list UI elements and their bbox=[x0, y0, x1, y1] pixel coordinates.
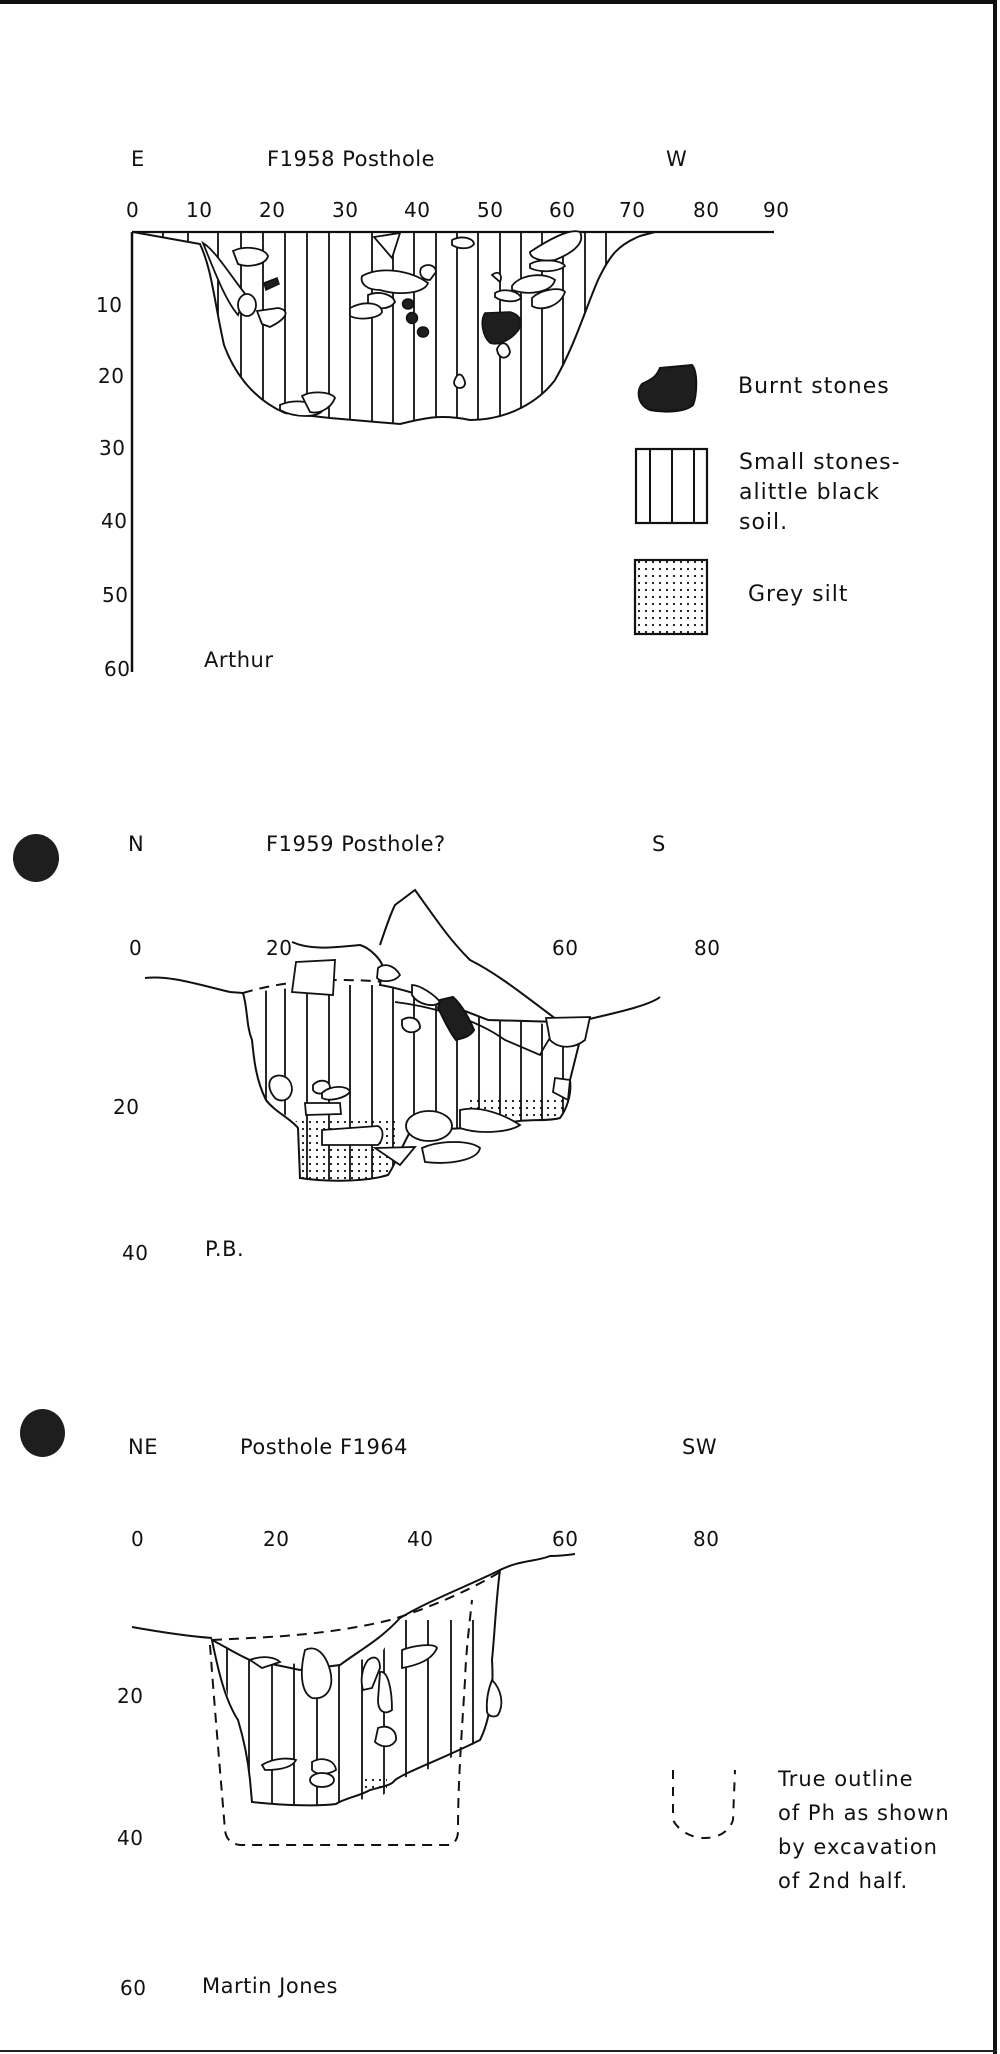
legend-true-outline-symbol bbox=[672, 1769, 736, 1840]
f1958-x-tick: 90 bbox=[763, 198, 790, 222]
f1959-title: F1959 Posthole? bbox=[266, 832, 446, 856]
f1964-pit-profile bbox=[131, 1553, 576, 1846]
f1958-x-tick: 30 bbox=[332, 198, 359, 222]
f1959-pit-profile bbox=[144, 888, 661, 1182]
f1958-y-tick: 20 bbox=[98, 364, 125, 388]
f1964-orientation-right: SW bbox=[682, 1435, 718, 1459]
f1958-y-tick: 10 bbox=[96, 293, 123, 317]
legend-grey-silt-symbol bbox=[633, 558, 709, 636]
legend-burnt-stones-label: Burnt stones bbox=[738, 374, 890, 399]
f1958-x-tick: 80 bbox=[693, 198, 720, 222]
f1964-y-tick: 20 bbox=[117, 1684, 144, 1708]
f1958-x-tick: 40 bbox=[404, 198, 431, 222]
f1959-x-tick: 80 bbox=[694, 936, 721, 960]
f1959-y-tick: 20 bbox=[113, 1095, 140, 1119]
f1959-x-tick: 0 bbox=[129, 936, 143, 960]
f1958-orientation-right: W bbox=[666, 147, 688, 171]
f1964-orientation-left: NE bbox=[128, 1435, 158, 1459]
f1959-x-tick: 60 bbox=[552, 936, 579, 960]
f1958-x-tick: 70 bbox=[619, 198, 646, 222]
page-border-top bbox=[0, 0, 995, 4]
legend-small-stones-label: Small stones- alittle black soil. bbox=[739, 450, 901, 535]
legend-small-stones-symbol bbox=[634, 447, 709, 525]
page-border-right bbox=[993, 0, 997, 2054]
f1959-y-tick: 40 bbox=[122, 1241, 149, 1265]
f1958-title: F1958 Posthole bbox=[267, 147, 436, 171]
f1964-x-tick: 20 bbox=[263, 1527, 290, 1551]
f1964-author: Martin Jones bbox=[202, 1974, 338, 1998]
f1964-x-tick: 0 bbox=[131, 1527, 145, 1551]
page-border-bottom bbox=[0, 2050, 997, 2052]
bullet-marker-icon bbox=[13, 834, 59, 882]
f1958-axes bbox=[130, 230, 774, 672]
f1959-author: P.B. bbox=[205, 1237, 245, 1261]
f1958-y-tick: 60 bbox=[104, 657, 131, 681]
f1958-author: Arthur bbox=[204, 648, 274, 672]
legend-burnt-stones-symbol bbox=[637, 363, 698, 413]
f1958-x-tick: 10 bbox=[186, 198, 213, 222]
f1958-x-tick: 0 bbox=[126, 198, 140, 222]
f1964-title: Posthole F1964 bbox=[240, 1435, 409, 1459]
f1964-y-tick: 40 bbox=[117, 1826, 144, 1850]
f1964-y-tick: 60 bbox=[120, 1976, 147, 2000]
legend-grey-silt-label: Grey silt bbox=[748, 582, 849, 607]
f1958-orientation-left: E bbox=[131, 147, 145, 171]
f1958-y-tick: 40 bbox=[101, 509, 128, 533]
legend-true-outline-label: True outline of Ph as shown by excavatio… bbox=[778, 1767, 950, 1893]
f1959-x-tick: 20 bbox=[266, 936, 293, 960]
f1958-pit-profile bbox=[132, 230, 656, 426]
bullet-marker-icon bbox=[20, 1409, 65, 1457]
f1964-x-tick: 40 bbox=[407, 1527, 434, 1551]
f1959-orientation-right: S bbox=[652, 832, 666, 856]
f1964-x-tick: 60 bbox=[552, 1527, 579, 1551]
f1964-x-tick: 80 bbox=[693, 1527, 720, 1551]
f1958-x-tick: 20 bbox=[259, 198, 286, 222]
f1959-orientation-left: N bbox=[128, 832, 145, 856]
f1958-x-tick: 60 bbox=[549, 198, 576, 222]
f1958-y-tick: 50 bbox=[102, 583, 129, 607]
f1958-x-tick: 50 bbox=[477, 198, 504, 222]
f1958-y-tick: 30 bbox=[99, 436, 126, 460]
